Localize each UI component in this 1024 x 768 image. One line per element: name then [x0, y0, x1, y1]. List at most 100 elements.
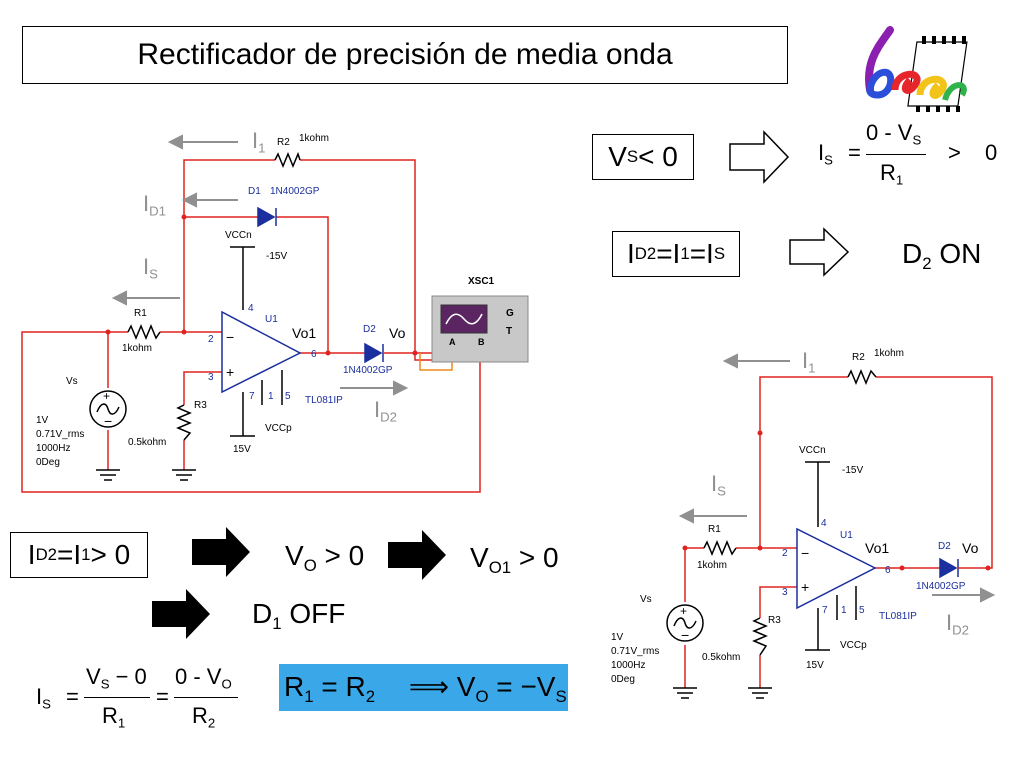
right-vccp-value: 15V	[806, 660, 824, 671]
right-r1-value: 1kohm	[697, 560, 728, 571]
arrow-right-icon	[388, 530, 446, 580]
left-pin3: 3	[208, 372, 214, 383]
left-i1-label: I1	[252, 128, 266, 156]
arrow-right-icon	[789, 227, 850, 277]
arrow-right-icon	[192, 527, 250, 577]
right-d2-part: 1N4002GP	[916, 581, 966, 592]
right-d2-label: D2	[938, 541, 951, 552]
scope-b: B	[478, 337, 485, 347]
left-d2-label: D2	[363, 324, 376, 335]
formula-bar1	[84, 697, 150, 698]
left-r1-value: 1kohm	[122, 343, 153, 354]
right-pin3: 3	[782, 587, 788, 598]
vo-gt-zero-text: VO > 0	[285, 540, 365, 575]
right-pin5: 5	[859, 605, 865, 616]
svg-text:−: −	[681, 627, 689, 643]
formula-eq1: =	[66, 684, 79, 709]
right-id2-label: ID2	[946, 610, 969, 638]
is-rhs: 0	[985, 140, 998, 165]
d1-off-text: D1 OFF	[252, 598, 346, 633]
left-id2-label: ID2	[374, 397, 397, 425]
dee-logo-icon	[865, 26, 968, 112]
right-pin4: 4	[821, 518, 827, 529]
result-highlight	[279, 664, 568, 711]
right-vccn-value: -15V	[842, 465, 864, 476]
scope-a: A	[449, 337, 456, 347]
formula-bar2	[174, 697, 238, 698]
left-pin1: 1	[268, 391, 274, 402]
scope-g: G	[506, 308, 514, 319]
right-r1-label: R1	[708, 524, 721, 535]
right-is-label: IS	[711, 471, 726, 499]
formula-num1: VS − 0	[86, 664, 147, 692]
svg-text:−: −	[801, 545, 809, 561]
formula-is: IS	[36, 684, 51, 712]
right-i1-label: I1	[802, 348, 816, 376]
svg-text:−: −	[226, 329, 234, 345]
svg-text:+: +	[680, 604, 687, 618]
right-vs-label: Vs	[640, 594, 652, 605]
right-r3-label: R3	[768, 615, 781, 626]
left-d1-label: D1	[248, 186, 261, 197]
left-pin4: 4	[248, 303, 254, 314]
left-pin5: 5	[285, 391, 291, 402]
is-num: 0 - VS	[866, 120, 922, 148]
left-pin2: 2	[208, 334, 214, 345]
svg-text:+: +	[801, 579, 809, 595]
right-vccp-label: VCCp	[840, 640, 867, 651]
is-gt: >	[948, 140, 961, 165]
left-u1-label: U1	[265, 314, 278, 325]
right-opamp-part: TL081IP	[879, 611, 917, 622]
left-pin6: 6	[311, 349, 317, 360]
svg-text:+: +	[103, 389, 110, 403]
right-vo-label: Vo	[962, 540, 979, 556]
formula-eq2: =	[156, 684, 169, 709]
formula-den2: R2	[192, 703, 216, 731]
right-r3-value: 0.5kohm	[702, 652, 741, 663]
svg-text:+: +	[226, 364, 234, 380]
right-r2-label: R2	[852, 352, 865, 363]
right-vccn-label: VCCn	[799, 445, 826, 456]
left-pin7: 7	[249, 391, 255, 402]
scope-t: T	[506, 326, 513, 337]
formula-den1: R1	[102, 703, 126, 731]
left-vccn-label: VCCn	[225, 230, 252, 241]
left-vs-label: Vs	[66, 376, 78, 387]
arrow-right-icon	[729, 130, 790, 184]
page-title: Rectificador de precisión de media onda	[22, 26, 788, 84]
left-vccn-value: -15V	[266, 251, 288, 262]
is-den: R1	[880, 160, 904, 188]
right-pin7: 7	[822, 605, 828, 616]
is-lhs: IS	[818, 140, 833, 168]
left-r2-value: 1kohm	[299, 133, 330, 144]
result-text: R1 = R2 ⟹ VO = −VS	[284, 671, 567, 706]
circuit-left: + − − +	[21, 134, 529, 493]
left-vccp-value: 15V	[233, 444, 251, 455]
right-vo1-label: Vo1	[865, 540, 890, 556]
left-vccp-label: VCCp	[265, 423, 292, 434]
left-d2-part: 1N4002GP	[343, 365, 393, 376]
left-r2-label: R2	[277, 137, 290, 148]
right-pin2: 2	[782, 548, 788, 559]
left-vo-label: Vo	[389, 325, 406, 341]
circuit-right: + − − +	[666, 353, 996, 699]
is-fraction-bar	[866, 154, 926, 155]
right-u1-label: U1	[840, 530, 853, 541]
right-pin6: 6	[885, 565, 891, 576]
left-vo1-label: Vo1	[292, 325, 317, 341]
formula-num2: 0 - VO	[175, 664, 232, 692]
left-is-label: IS	[143, 254, 158, 282]
right-pin1: 1	[841, 605, 847, 616]
arrow-right-icon	[152, 589, 210, 639]
left-r3-value: 0.5kohm	[128, 437, 167, 448]
svg-text:−: −	[104, 413, 112, 429]
left-opamp-part: TL081IP	[305, 395, 343, 406]
left-d1-part: 1N4002GP	[270, 186, 320, 197]
scope-label: XSC1	[468, 276, 495, 287]
vo1-gt-zero-text: VO1 > 0	[470, 542, 559, 577]
